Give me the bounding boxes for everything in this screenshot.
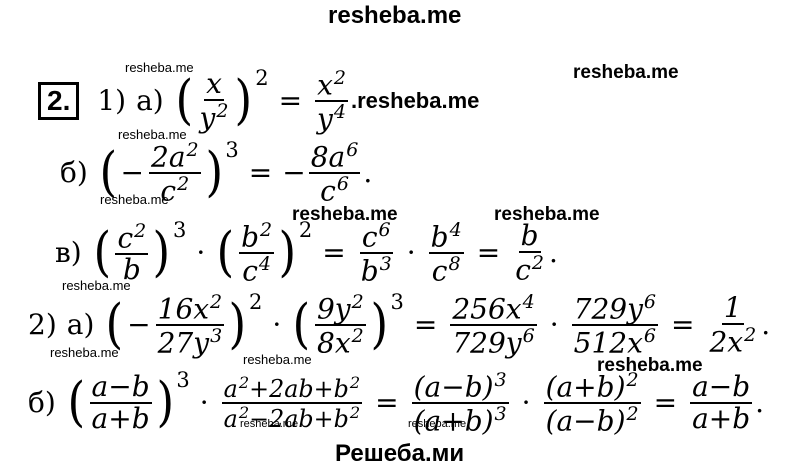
watermark-right-1: resheba.me [573,62,679,83]
subpart-b2-label: б) [28,386,56,420]
watermark-mid-2: resheba.me [494,204,600,225]
watermark-small-3: resheba.me [100,192,169,207]
watermark-bottom: Решеба.ми [335,440,465,467]
subpart-a-label: а) [136,84,164,118]
subpart-v-label: в) [55,236,82,270]
paren-close: ) [234,69,253,132]
watermark-small-5: resheba.me [50,345,119,360]
paren-open: ( [175,69,193,132]
watermark-right-2: resheba.me [597,355,703,376]
watermark-tiny-2: resheba.me [408,418,467,430]
fraction-8a6-over-c6: 8a6 c6 [308,139,361,208]
watermark-small-2: resheba.me [118,127,187,142]
watermark-tiny-1: resheba.me [240,418,299,430]
fraction-result: x2 y4 [315,67,348,136]
watermark-after-a: .resheba.me [350,87,480,113]
exponent: 2 [255,65,269,90]
watermark-mid-1: resheba.me [292,204,398,225]
problem-number: 2. [38,81,80,120]
subpart-a2-label: а) [66,308,95,342]
fraction-2a2-over-c2: 2a2 c2 [149,139,201,208]
watermark-small-4: resheba.me [62,278,131,293]
watermark-top: resheba.me [328,2,462,29]
line-2: б) ( − 2a2 c2 ) 3 = − 8a6 c6 . [60,137,373,208]
line-1: 2. 1) а) ( x y2 ) 2 = x2 y4 .resheba.me [38,65,480,136]
watermark-small-6: resheba.me [243,352,312,367]
watermark-small-1: resheba.me [125,60,194,75]
fraction-x-over-y2: x y2 [199,67,229,134]
subpart-b-label: б) [60,156,88,190]
part-2-label: 2) [28,308,57,342]
part-1-label: 1) [97,84,127,118]
